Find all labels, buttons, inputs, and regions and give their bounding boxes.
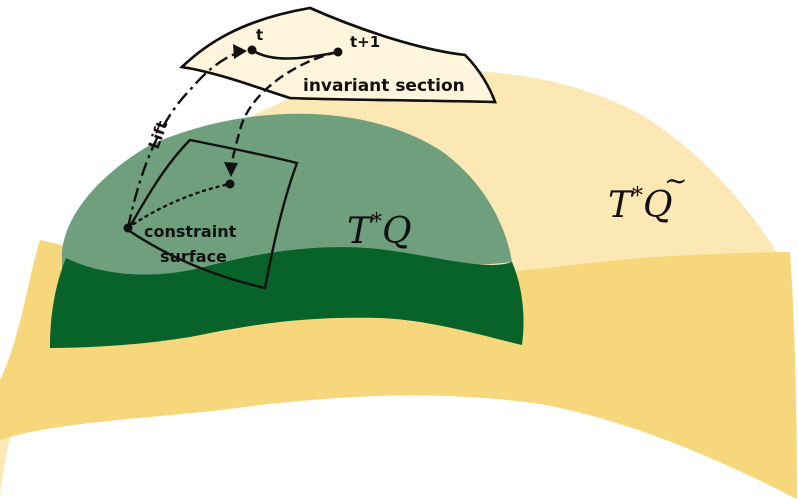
invariant-section-outline	[179, 6, 497, 104]
label-invariant-section: invariant section	[303, 76, 465, 96]
label-surface: surface	[160, 247, 227, 266]
inner-sup: *	[371, 210, 382, 235]
point-constraint-end	[225, 179, 235, 189]
inner-var: Q	[382, 211, 412, 252]
inner-manifold-lower	[50, 247, 524, 348]
constraint-surface-patch	[126, 138, 299, 290]
point-constraint-start	[123, 223, 133, 233]
outer-var: Q	[643, 185, 673, 226]
label-outer-space: T*Q	[608, 184, 673, 226]
label-inner-space: T*Q	[347, 210, 412, 252]
lift-arrow	[126, 50, 241, 229]
lift-arrowhead	[233, 44, 247, 59]
inner-base: T	[347, 211, 374, 252]
projection-arrow	[229, 50, 339, 169]
point-t	[247, 45, 257, 55]
projection-arrowhead	[224, 162, 238, 177]
outer-sup: *	[632, 184, 643, 209]
outer-tilde: ~	[664, 164, 687, 197]
label-constraint: constraint	[144, 222, 237, 241]
label-t: t	[256, 26, 263, 44]
section-curve	[251, 48, 339, 60]
point-t-plus-1	[333, 47, 343, 57]
constraint-dotted-path	[126, 182, 232, 230]
outer-base: T	[608, 185, 635, 226]
label-t-plus-1: t+1	[350, 33, 380, 51]
